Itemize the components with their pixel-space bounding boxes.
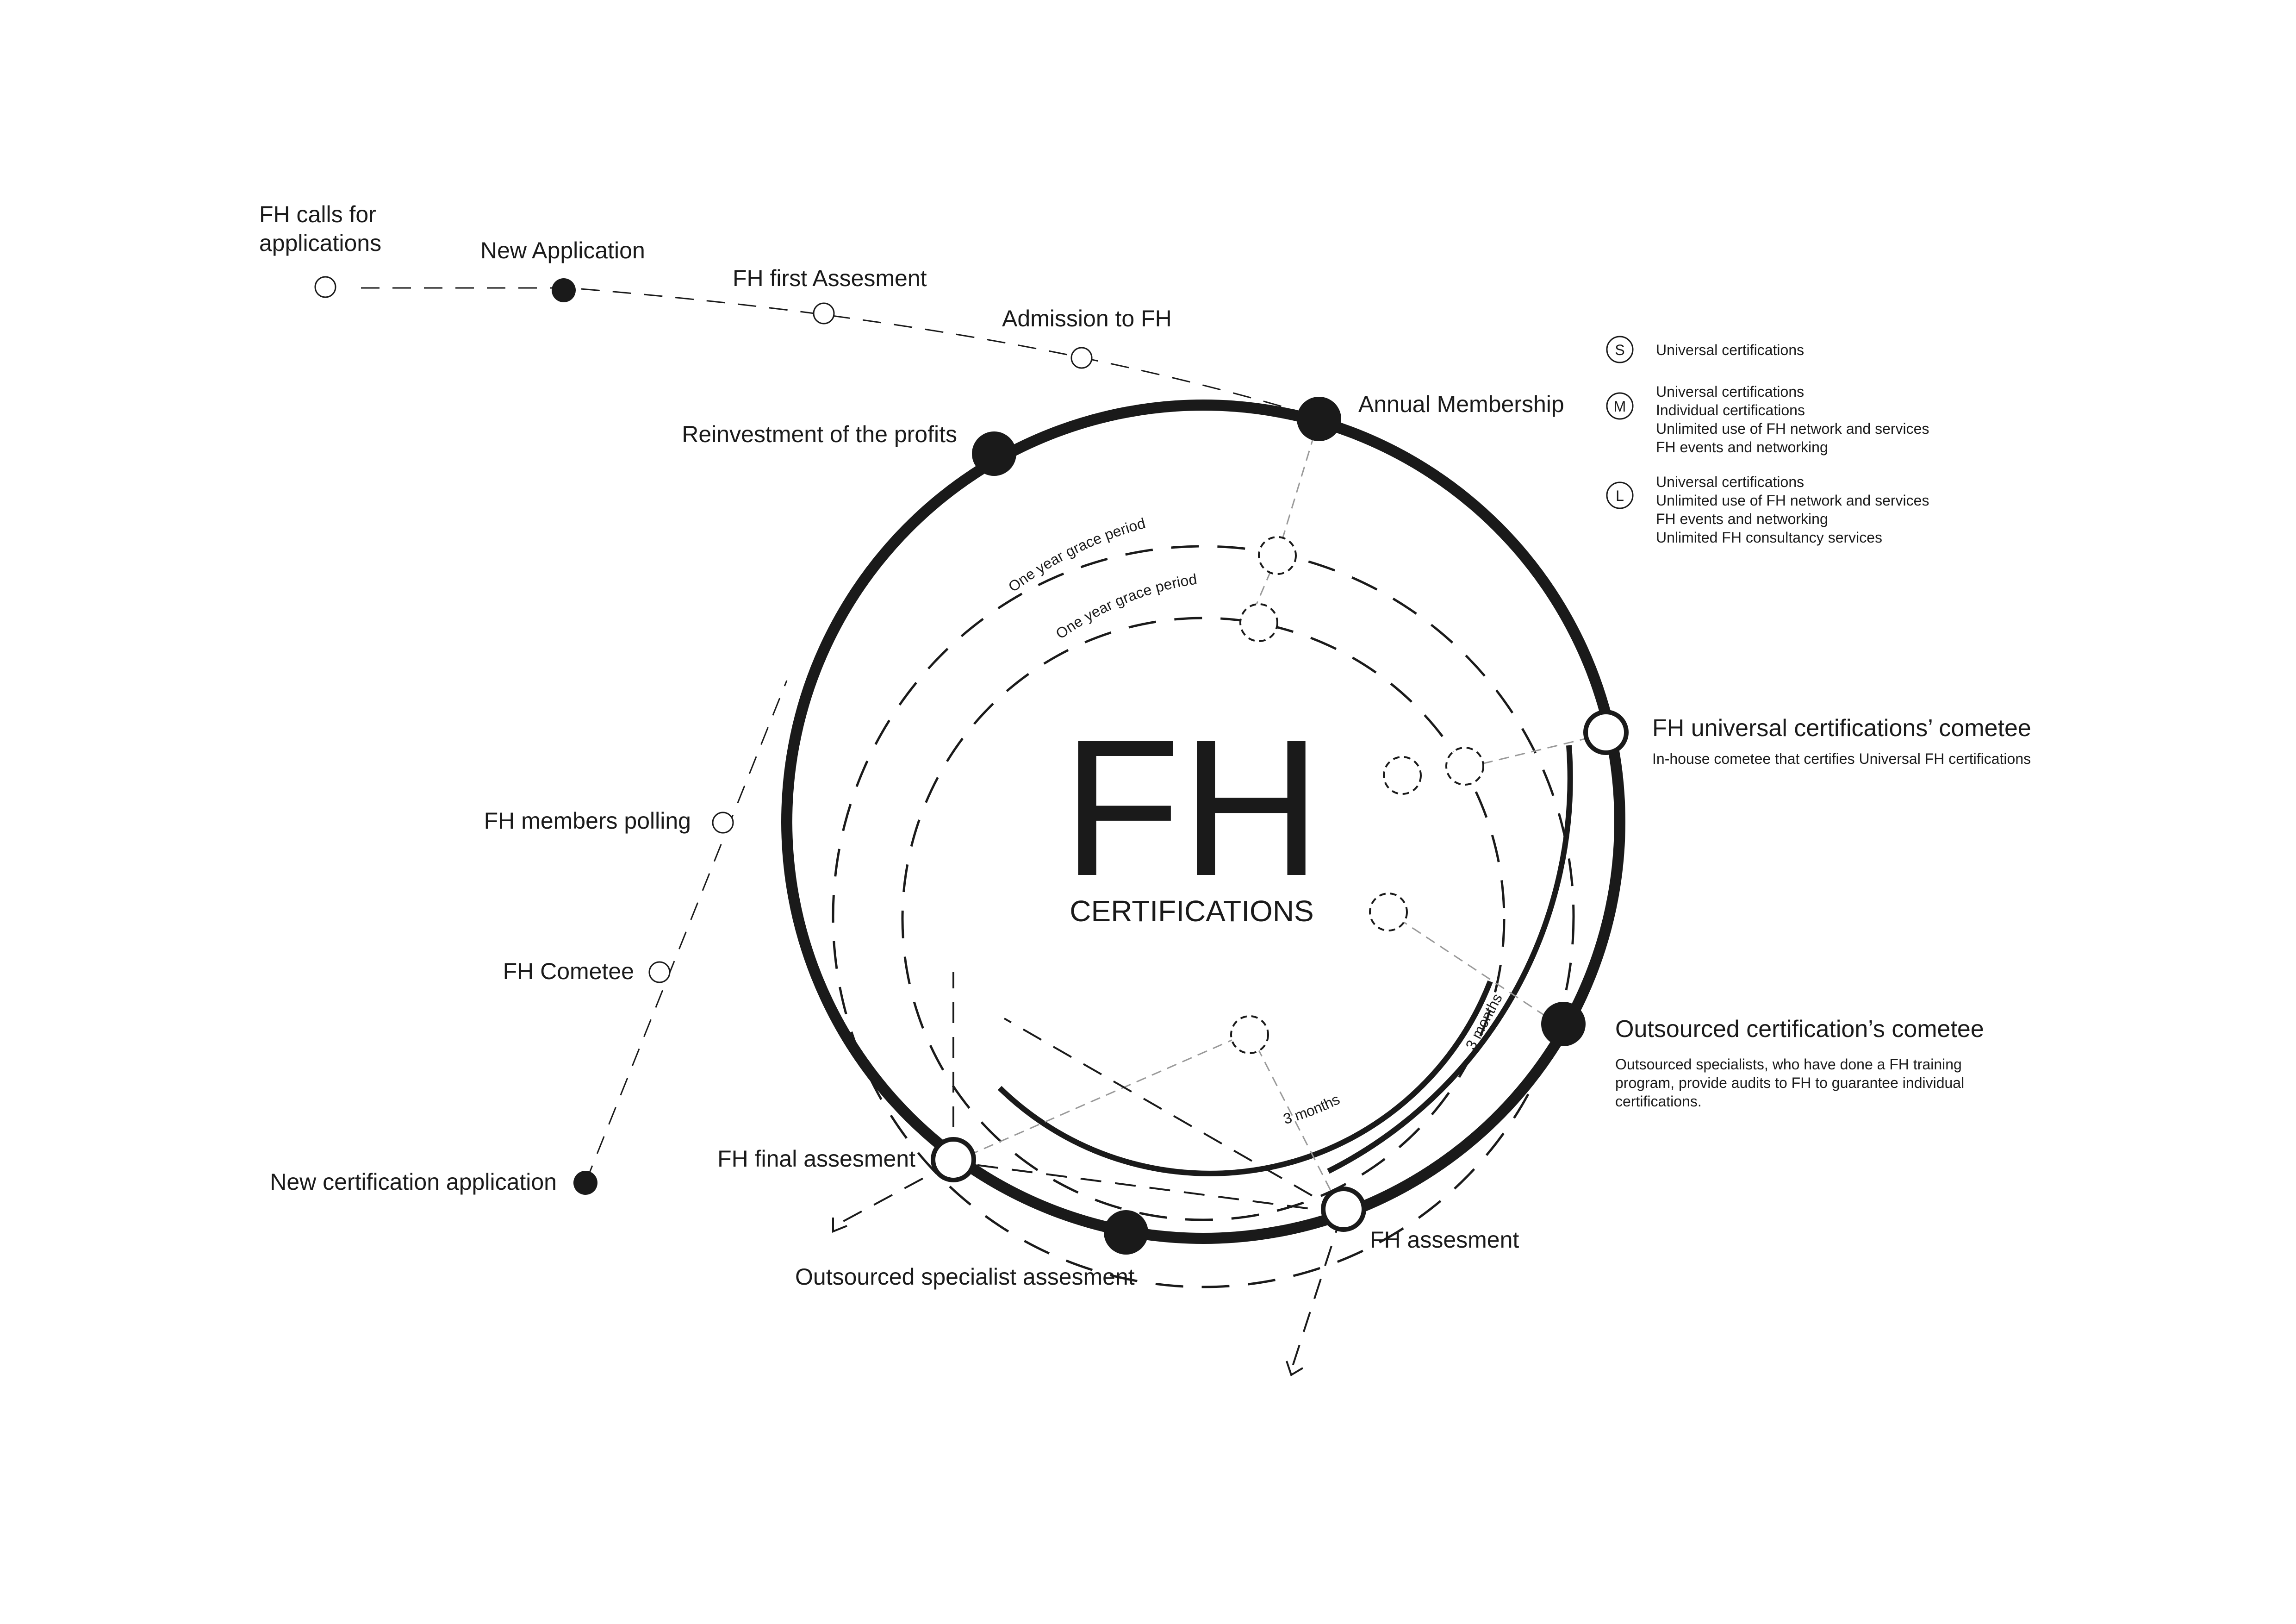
route-arrowheads (832, 1218, 1304, 1376)
node-calls (314, 276, 336, 298)
marker-outsourced-inner (1369, 893, 1408, 931)
legend-line: Unlimited use of FH network and services (1656, 420, 1929, 437)
node-new-application (552, 278, 576, 302)
legend-line: Individual certifications (1656, 402, 1805, 418)
label-universal-committee: FH universal certifications’ cometee (1652, 715, 2031, 742)
legend-symbol: M (1614, 398, 1626, 415)
marker-assessment-inner (1230, 1015, 1269, 1054)
dashed-ring-outer (832, 545, 1575, 1288)
legend-line: Universal certifications (1656, 342, 1804, 358)
node-admission (1070, 347, 1093, 369)
center-subtitle: CERTIFICATIONS (1070, 894, 1313, 928)
desc-outsourced-line1: Outsourced specialists, who have done a … (1615, 1056, 1962, 1073)
three-month-arc-outer (1327, 745, 1573, 1174)
membership-legend: S Universal certifications M Universal c… (1606, 336, 1929, 546)
marker-universal-inner (1383, 756, 1422, 795)
legend-entry-s: S Universal certifications (1606, 336, 1804, 363)
dashed-ring-inner (901, 617, 1506, 1221)
node-universal-committee (1583, 710, 1629, 755)
legend-symbol-circle (1606, 336, 1634, 363)
node-new-cert-application (573, 1171, 597, 1195)
desc-outsourced-line3: certifications. (1615, 1093, 1702, 1110)
legend-line: FH events and networking (1656, 439, 1828, 456)
legend-entry-l: L Universal certifications Unlimited use… (1606, 474, 1929, 546)
legend-symbol-circle (1606, 392, 1634, 420)
left-branch-path (585, 680, 788, 1183)
desc-outsourced-line2: program, provide audits to FH to guarant… (1615, 1074, 1964, 1091)
application-timeline-path (361, 287, 1324, 420)
legend-symbol: S (1615, 342, 1624, 358)
legend-symbol-circle (1606, 481, 1634, 509)
legend-line: Unlimited use of FH network and services (1656, 492, 1929, 509)
node-annual-membership (1297, 397, 1341, 441)
node-outsourced-specialist (1104, 1210, 1148, 1255)
main-cycle-ring (781, 400, 1625, 1244)
label-admission: Admission to FH (1002, 306, 1172, 331)
node-members-polling (712, 812, 734, 834)
node-final-assessment (931, 1137, 976, 1182)
center-title: FH (1062, 700, 1321, 917)
label-outsourced-specialist: Outsourced specialist assesment (795, 1264, 1135, 1290)
node-first-assessment (813, 302, 835, 325)
label-fh-assessment: FH assesment (1370, 1227, 1519, 1253)
marker-membership-inner (1239, 603, 1278, 642)
label-grace-inner: One year grace period (1053, 571, 1198, 643)
label-new-cert-application: New certification application (270, 1169, 557, 1195)
node-reinvestment (972, 431, 1016, 476)
legend-symbol: L (1616, 487, 1624, 504)
label-months-inner: 3 months (1282, 1091, 1343, 1127)
assessment-routes (833, 972, 1343, 1371)
label-calls-line2: applications (259, 230, 381, 256)
label-first-assessment: FH first Assesment (733, 265, 927, 291)
node-committee (648, 961, 671, 983)
label-outsourced-committee: Outsourced certification’s cometee (1615, 1016, 1984, 1043)
label-committee: FH Cometee (503, 958, 634, 984)
legend-entry-m: M Universal certifications Individual ce… (1606, 383, 1929, 456)
label-annual-membership: Annual Membership (1358, 391, 1564, 417)
legend-line: Universal certifications (1656, 383, 1804, 400)
desc-universal-committee: In-house cometee that certifies Universa… (1652, 750, 2031, 767)
legend-line: Unlimited FH consultancy services (1656, 529, 1882, 546)
three-month-arc-inner (997, 980, 1493, 1176)
legend-line: Universal certifications (1656, 474, 1804, 490)
label-new-application: New Application (480, 237, 645, 263)
legend-line: FH events and networking (1656, 511, 1828, 527)
label-calls-line1: FH calls for (259, 201, 376, 227)
intersection-markers (1230, 536, 1484, 1054)
label-members-polling: FH members polling (484, 808, 691, 834)
node-fh-assessment (1321, 1187, 1366, 1232)
label-reinvestment: Reinvestment of the profits (682, 421, 957, 447)
label-final-assessment: FH final assesment (717, 1146, 915, 1172)
node-outsourced-committee (1541, 1002, 1586, 1046)
marker-membership-outer (1258, 536, 1297, 575)
marker-universal-outer (1445, 747, 1484, 786)
